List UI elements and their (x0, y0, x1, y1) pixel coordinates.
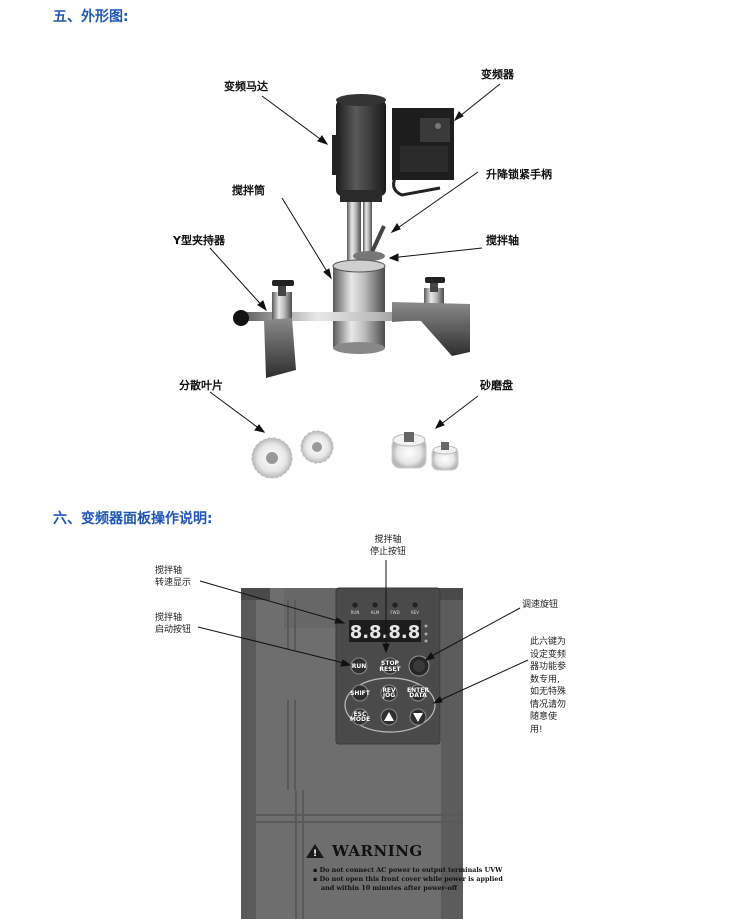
six-keys-oval (344, 677, 436, 733)
indicator-run-label: RUN (351, 610, 360, 615)
warning-lines: ▪ Do not connect AC power to output term… (313, 866, 503, 893)
data-key-label: DATA (409, 692, 427, 699)
machine-illustration (209, 83, 501, 479)
label-y-clamp: Y型夹持器 (173, 234, 225, 247)
shift-key-label: SHIFT (350, 690, 371, 697)
callout-speed-knob: 调速旋钮 (522, 600, 559, 610)
reset-key-label: RESET (379, 666, 401, 673)
stir-cylinder-shape (332, 259, 386, 354)
indicator-rev-label: REV (411, 610, 419, 615)
indicator-alm-label: ALM (371, 610, 380, 615)
motor-shape (332, 94, 386, 202)
callout-speed-display: 搅拌轴 转速显示 (155, 566, 192, 588)
warning-line-1: ▪ Do not connect AC power to output term… (313, 866, 503, 874)
run-key-label: RUN (352, 663, 367, 670)
callout-stop-button: 搅拌轴 停止按钮 (370, 535, 407, 557)
display-digits: 8.8.8.8 (350, 622, 421, 643)
section-5-title: 五、外形图: (53, 9, 129, 25)
down-arrow-icon (413, 713, 423, 722)
label-grinding-disc: 砂磨盘 (480, 379, 513, 392)
stop-key-label: STOP (381, 660, 400, 667)
enter-data-key (409, 684, 427, 702)
run-key (350, 657, 368, 675)
inverter-panel-illustration: RUN ALM FWD REV 8.8.8.8 RUN STOP RESET S… (197, 560, 529, 919)
section-6-title: 六、变频器面板操作说明: (53, 511, 213, 527)
shift-key (351, 684, 369, 702)
label-motor: 变频马达 (224, 80, 268, 93)
enter-key-label: ENTER (407, 687, 429, 694)
rev-key-label: REV (382, 687, 396, 694)
mode-key-label: MODE (350, 716, 370, 723)
dispersion-blades-shape (251, 430, 334, 479)
label-dispersion-blade: 分散叶片 (179, 379, 223, 392)
warning-line-2: ▪ Do not open this front cover while pow… (313, 875, 503, 883)
display-window (349, 620, 421, 642)
indicator-leds (352, 602, 418, 608)
jog-key-label: JOG (382, 692, 395, 699)
warning-triangle-icon (306, 844, 324, 858)
section5-leaders (209, 83, 501, 433)
callout-start-button: 搅拌轴 启动按钮 (155, 613, 192, 635)
esc-key-label: ESC (354, 711, 367, 718)
callout-six-keys: 此六键为 设定变频 器功能参 数专用, 如无特殊 情况请勿 随意使 用! (530, 637, 567, 735)
esc-mode-key (351, 708, 369, 726)
inverter-shape (392, 108, 454, 197)
section6-leaders (197, 560, 529, 704)
grinding-discs-shape (391, 432, 459, 471)
label-stir-cylinder: 搅拌筒 (232, 184, 265, 197)
label-stir-shaft: 搅拌轴 (486, 234, 519, 247)
indicator-fwd-label: FWD (390, 610, 399, 615)
up-arrow-icon (384, 712, 394, 721)
svg-text:!: ! (313, 849, 317, 859)
warning-line-3: and within 10 minutes after power-off (321, 884, 458, 892)
lock-handle-shape (370, 225, 386, 253)
label-inverter: 变频器 (481, 68, 514, 81)
label-lock-handle: 升降锁紧手柄 (486, 168, 552, 181)
stop-key (381, 657, 399, 675)
warning-title: WARNING (332, 842, 423, 860)
rev-jog-key (380, 684, 398, 702)
